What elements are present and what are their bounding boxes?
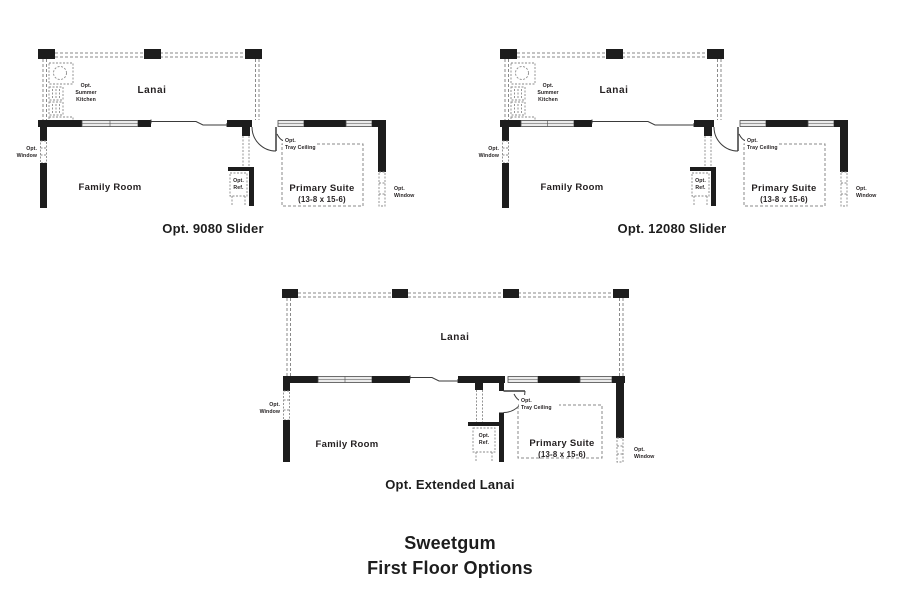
opt-ref-label-line1: Opt. — [479, 433, 490, 439]
sheet-title: Sweetgum First Floor Options — [275, 531, 625, 581]
summer-kitchen-label-line3: Kitchen — [538, 97, 558, 103]
opt-window-right-label-line1: Opt. — [634, 447, 645, 453]
family-room-label: Family Room — [79, 182, 142, 193]
opt-window-right-label-line1: Opt. — [394, 186, 405, 192]
lanai-screen-enclosure — [500, 49, 724, 120]
summer-kitchen-label-line2: Summer — [75, 90, 96, 96]
primary-suite-right-wall — [378, 120, 386, 207]
opt-window-right-label-line2: Window — [856, 193, 877, 199]
opt-ref-label-line1: Opt. — [695, 178, 706, 184]
wall-lanai-rooms — [283, 375, 625, 383]
primary-suite-top-wall — [739, 120, 848, 127]
sheet-title-line2: First Floor Options — [367, 558, 533, 578]
tray-ceiling-outline — [738, 133, 826, 207]
opt-ref-label-line2: Ref. — [479, 440, 490, 446]
plan-caption-extended-lanai: Opt. Extended Lanai — [385, 477, 515, 492]
opt-ref-label-line2: Ref. — [233, 185, 244, 191]
slider-door-open-12080 — [592, 121, 694, 126]
opt-window-left-label-line2: Window — [17, 153, 38, 159]
family-room-label: Family Room — [541, 182, 604, 193]
primary-suite-dims-label: (13-8 x 15-6) — [538, 450, 586, 459]
floorplan-opt-12080-slider: Opt. Summer Kitchen Lanai — [479, 49, 877, 208]
summer-kitchen-label-line1: Opt. — [543, 83, 554, 89]
primary-suite-door — [251, 126, 277, 152]
family-room-label: Family Room — [316, 439, 379, 450]
summer-kitchen-label-line2: Summer — [537, 90, 558, 96]
tray-ceiling-label-line2: Tray Ceiling — [521, 405, 552, 411]
opt-ref-label-line1: Opt. — [233, 178, 244, 184]
primary-suite-door — [503, 390, 526, 413]
opt-window-left-label-line1: Opt. — [488, 146, 499, 152]
floorplan-opt-9080-slider: Opt. Summer Kitchen Lanai — [17, 49, 415, 208]
hall-opening — [475, 383, 483, 422]
summer-kitchen-fixtures — [510, 62, 536, 123]
wall-lanai-family-9080 — [38, 119, 252, 127]
tray-ceiling-label-line1: Opt. — [285, 138, 296, 144]
tray-ceiling-outline — [513, 393, 603, 459]
plan-caption-12080: Opt. 12080 Slider — [617, 221, 727, 236]
slider-door-open — [410, 377, 458, 382]
opt-window-left-label-line1: Opt. — [269, 402, 280, 408]
primary-suite-dims-label: (13-8 x 15-6) — [760, 195, 808, 204]
primary-suite-door — [713, 126, 739, 152]
lanai-label: Lanai — [599, 85, 628, 96]
opt-window-right-label-line1: Opt. — [856, 186, 867, 192]
hall-opening — [242, 127, 250, 167]
primary-suite-label: Primary Suite — [289, 183, 354, 194]
wall-lanai-family-12080 — [500, 119, 714, 127]
tray-ceiling-label-line1: Opt. — [521, 398, 532, 404]
tray-ceiling-outline — [276, 133, 364, 207]
summer-kitchen-label-line1: Opt. — [81, 83, 92, 89]
primary-suite-right-wall — [840, 120, 848, 207]
opt-window-left-label-line1: Opt. — [26, 146, 37, 152]
primary-suite-entry-wall — [499, 383, 526, 462]
tray-ceiling-label-line2: Tray Ceiling — [285, 145, 316, 151]
primary-suite-label: Primary Suite — [529, 438, 594, 449]
floorplan-opt-extended-lanai: Lanai — [260, 289, 655, 463]
hall-opening — [704, 127, 712, 167]
primary-suite-label: Primary Suite — [751, 183, 816, 194]
sheet-title-line1: Sweetgum — [404, 533, 496, 553]
family-room-left-wall — [283, 383, 290, 462]
tray-ceiling-label-line1: Opt. — [747, 138, 758, 144]
summer-kitchen-label-line3: Kitchen — [76, 97, 96, 103]
ref-alcove — [690, 167, 716, 206]
slider-door-open-9080 — [151, 121, 227, 126]
opt-ref-label-line2: Ref. — [695, 185, 706, 191]
plan-caption-9080: Opt. 9080 Slider — [162, 221, 264, 236]
opt-window-right-label-line2: Window — [394, 193, 415, 199]
lanai-label: Lanai — [440, 332, 469, 343]
lanai-screen-enclosure — [282, 289, 629, 376]
ref-alcove — [228, 167, 254, 206]
lanai-screen-enclosure — [38, 49, 262, 120]
tray-ceiling-label-line2: Tray Ceiling — [747, 145, 778, 151]
opt-window-left-label-line2: Window — [260, 409, 281, 415]
summer-kitchen-fixtures — [48, 62, 74, 123]
primary-suite-top-wall — [277, 120, 386, 127]
family-room-left-wall — [40, 127, 47, 208]
primary-suite-right-wall — [616, 376, 624, 463]
opt-window-left-label-line2: Window — [479, 153, 500, 159]
lanai-label: Lanai — [137, 85, 166, 96]
family-room-left-wall — [502, 127, 509, 208]
primary-suite-dims-label: (13-8 x 15-6) — [298, 195, 346, 204]
ref-alcove — [468, 422, 500, 462]
opt-window-right-label-line2: Window — [634, 454, 655, 460]
